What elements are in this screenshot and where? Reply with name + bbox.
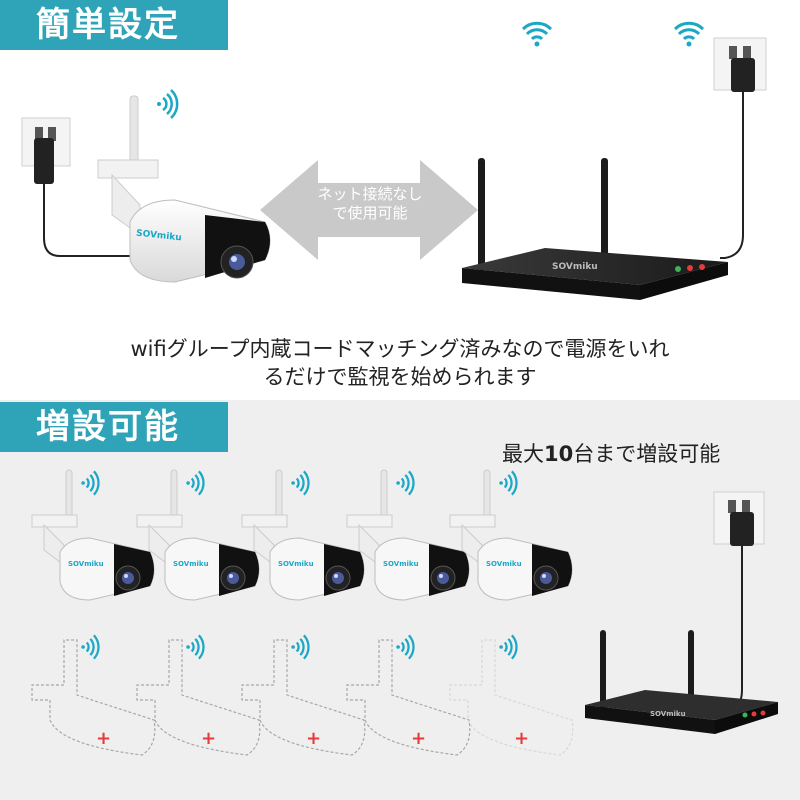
- wifi-icon: [673, 21, 705, 47]
- expansion-label: 最大10台まで増設可能: [502, 438, 720, 468]
- expansion-label-prefix: 最大: [502, 442, 544, 466]
- arrow-caption: ネット接続なし で使用可能: [300, 185, 440, 223]
- arrow-caption-line2: で使用可能: [332, 204, 408, 222]
- camera-icon: SOVmiku: [136, 469, 260, 601]
- add-camera-plus-icon: +: [96, 728, 111, 749]
- camera-placeholder: +: [241, 639, 366, 756]
- add-camera-plus-icon: +: [514, 728, 529, 749]
- setup-description: wifiグループ内蔵コードマッチング済みなので電源をいれ るだけで監視を始められ…: [0, 335, 800, 391]
- wifi-icon: [291, 470, 310, 496]
- arrow-caption-line1: ネット接続なし: [317, 185, 423, 203]
- wifi-icon: [521, 21, 553, 47]
- wifi-icon: [499, 634, 518, 660]
- camera-brand-label: SOVmiku: [486, 560, 522, 568]
- wifi-icon: [396, 634, 415, 660]
- camera-brand-label: SOVmiku: [68, 560, 104, 568]
- expansion-label-suffix: 台まで増設可能: [573, 442, 721, 466]
- expansion-label-count: 10: [544, 442, 574, 466]
- nvr-recorder-icon: [462, 158, 728, 300]
- wifi-icon: [291, 634, 310, 660]
- add-camera-plus-icon: +: [201, 728, 216, 749]
- double-arrow-icon: [260, 160, 478, 260]
- camera-icon: SOVmiku: [346, 469, 470, 601]
- nvr-brand-label: SOVmiku: [650, 710, 686, 718]
- camera-icon: SOVmiku: [241, 469, 365, 601]
- power-outlet-icon: [21, 117, 140, 257]
- camera-icon: SOVmiku: [449, 469, 573, 601]
- camera-placeholder: +: [136, 639, 261, 756]
- easy-setup-tag: 簡単設定: [0, 0, 228, 50]
- wifi-icon: [186, 470, 205, 496]
- camera-brand-label: SOVmiku: [383, 560, 419, 568]
- wifi-icon: [157, 89, 179, 119]
- wifi-icon: [81, 634, 100, 660]
- camera-brand-label: SOVmiku: [173, 560, 209, 568]
- wifi-icon: [499, 470, 518, 496]
- setup-description-line1: wifiグループ内蔵コードマッチング済みなので電源をいれ: [130, 337, 670, 361]
- wifi-icon: [186, 634, 205, 660]
- wifi-icon: [81, 470, 100, 496]
- expansion-illustration: SOVmiku + SOVmiku + SOVmiku + SOVmiku + SOVmiku +…: [31, 469, 778, 756]
- camera-icon: [97, 95, 271, 283]
- add-camera-plus-icon: +: [411, 728, 426, 749]
- camera-placeholder: +: [346, 639, 471, 756]
- wifi-icon: [396, 470, 415, 496]
- camera-placeholder: +: [449, 639, 574, 756]
- power-outlet-icon: [713, 491, 765, 713]
- camera-brand-label: SOVmiku: [278, 560, 314, 568]
- nvr-brand-label: SOVmiku: [552, 262, 598, 272]
- camera-icon: SOVmiku: [31, 469, 155, 601]
- setup-description-line2: るだけで監視を始められます: [263, 365, 537, 389]
- power-outlet-icon: [713, 37, 767, 259]
- expansion-tag: 増設可能: [0, 402, 228, 452]
- camera-placeholder: +: [31, 639, 156, 756]
- setup-illustration: [21, 21, 767, 300]
- add-camera-plus-icon: +: [306, 728, 321, 749]
- nvr-recorder-icon: SOVmiku: [585, 630, 778, 734]
